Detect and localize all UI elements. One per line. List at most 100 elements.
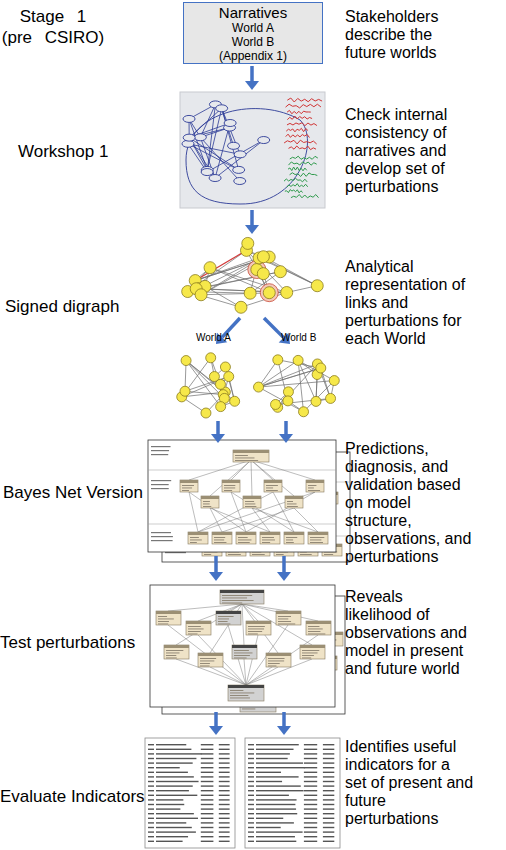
- bn-link: [189, 492, 246, 532]
- bn-node-title: [264, 480, 282, 483]
- table-cell-bar: [156, 822, 186, 823]
- digraph-node: [195, 289, 207, 301]
- table-cell-bar: [201, 836, 214, 837]
- table-cell-bar: [323, 785, 334, 786]
- table-cell-bar: [201, 827, 214, 828]
- flow-arrow: [211, 421, 225, 443]
- bn-link: [242, 604, 312, 645]
- bn-node-bar: [302, 652, 318, 654]
- digraph-node: [220, 362, 230, 372]
- digraph-node: [283, 387, 293, 397]
- bn-node-title: [236, 532, 256, 535]
- table-cell-bar: [304, 744, 317, 745]
- bn-node-bar: [302, 650, 319, 652]
- scribble: [287, 123, 317, 126]
- stage-label: Bayes Net Version: [3, 482, 143, 503]
- table-cell-bar: [256, 767, 305, 768]
- table-cell-bar: [323, 744, 334, 745]
- arrow-head: [245, 81, 259, 90]
- bn-node-bar: [224, 487, 235, 489]
- arrow-head: [279, 434, 293, 443]
- bn-link: [189, 460, 251, 480]
- bn-node-bar: [234, 652, 253, 654]
- digraph-node: [216, 402, 226, 412]
- table-cell-bar: [248, 827, 254, 828]
- scribble: [287, 184, 308, 188]
- stage-description: Check internal consistency of narratives…: [345, 106, 474, 196]
- arrow-head: [211, 434, 225, 443]
- digraph-node: [204, 262, 216, 274]
- scribble: [291, 195, 319, 198]
- table-cell-bar: [148, 753, 154, 754]
- table-cell-bar: [156, 831, 196, 832]
- digraph-node: [181, 356, 191, 366]
- whiteboard-photo: [180, 92, 325, 208]
- table-cell-bar: [248, 799, 254, 800]
- bn-node-bar: [308, 485, 316, 487]
- table-cell-bar: [201, 781, 214, 782]
- scribble: [290, 173, 318, 177]
- bn-node-title: [212, 532, 232, 535]
- sketch-link: [200, 137, 215, 178]
- bn-node-title: [285, 496, 303, 499]
- stage-description: Stakeholders describe the future worlds: [345, 8, 474, 62]
- bn-node-bar: [300, 554, 312, 556]
- bn-node-bar: [262, 542, 270, 544]
- table-cell-bar: [304, 827, 317, 828]
- bn-node-bar: [203, 506, 211, 508]
- digraph-node: [257, 268, 269, 280]
- sketch-link: [222, 108, 240, 154]
- bn-link: [242, 604, 258, 621]
- table-cell-bar: [148, 804, 154, 805]
- digraph-node: [209, 372, 219, 382]
- panel-caption-bar: [151, 454, 168, 455]
- bn-node-title: [243, 496, 261, 499]
- bn-link: [252, 508, 270, 532]
- table-cell-bar: [156, 795, 197, 796]
- table-cell-bar: [248, 767, 254, 768]
- sketch-node: [183, 115, 195, 122]
- table-cell-bar: [156, 772, 188, 773]
- bn-node-title: [222, 480, 240, 483]
- digraph-link: [259, 381, 335, 388]
- table-cell-bar: [304, 841, 317, 842]
- bn-node-bar: [158, 618, 174, 620]
- bn-node-bar: [182, 490, 189, 492]
- table-cell-bar: [156, 836, 188, 837]
- bn-node: [188, 532, 208, 544]
- bn-node-bar: [222, 602, 242, 604]
- bn-node-bar: [278, 616, 291, 618]
- table-cell-bar: [256, 744, 299, 745]
- bn-node-bar: [238, 537, 248, 539]
- table-cell-bar: [256, 836, 295, 837]
- table-cell-bar: [256, 795, 289, 796]
- table-cell-bar: [201, 808, 214, 809]
- sketch-node: [233, 166, 245, 173]
- table-cell-bar: [219, 790, 230, 791]
- bn-node: [156, 611, 181, 625]
- table-cell-bar: [256, 799, 297, 800]
- bn-node: [198, 653, 223, 667]
- table-cell-bar: [323, 781, 334, 782]
- table-cell-bar: [156, 813, 194, 814]
- table-cell-bar: [304, 749, 317, 750]
- bn-node-bar: [204, 554, 211, 556]
- box-heading: Narratives: [219, 4, 287, 21]
- table-cell-bar: [304, 799, 317, 800]
- table-cell-bar: [256, 762, 303, 763]
- table-cell-bar: [304, 790, 317, 791]
- table-cell-bar: [148, 827, 154, 828]
- scribble: [286, 134, 310, 137]
- bn-link: [210, 508, 270, 532]
- bn-node-bar: [308, 490, 320, 492]
- bn-node-bar: [218, 618, 229, 620]
- bn-link: [251, 460, 294, 496]
- bn-node-bar: [214, 537, 225, 539]
- scribble: [286, 128, 308, 132]
- table-cell-bar: [201, 795, 214, 796]
- bn-node-bar: [268, 663, 280, 665]
- sketch-node: [234, 178, 246, 185]
- table-cell-bar: [256, 804, 295, 805]
- bn-node-bar: [182, 485, 194, 487]
- bn-node-bar: [302, 657, 311, 659]
